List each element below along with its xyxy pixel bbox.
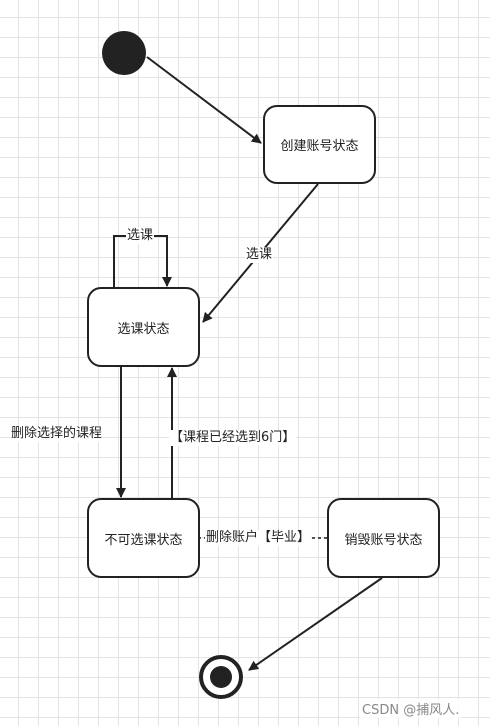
label-delete-selected: 删除选择的课程 bbox=[10, 426, 104, 442]
label-create-to-select: 选课 bbox=[245, 247, 274, 263]
state-create-account: 创建账号状态 bbox=[263, 105, 376, 184]
label-six-courses: 【课程已经选到6门】 bbox=[169, 430, 297, 446]
watermark: CSDN @捕风人. bbox=[360, 699, 462, 718]
edge-destroy-to-final bbox=[248, 577, 383, 671]
initial-node bbox=[102, 31, 146, 75]
label-self-select: 选课 bbox=[126, 228, 155, 244]
edge-initial-to-create bbox=[146, 56, 262, 144]
label-delete-account: 删除账户【毕业】 bbox=[205, 530, 312, 546]
state-cannot-select: 不可选课状态 bbox=[87, 498, 200, 578]
state-select-course: 选课状态 bbox=[87, 287, 200, 367]
final-node-inner bbox=[210, 666, 232, 688]
state-destroy-account: 销毁账号状态 bbox=[327, 498, 440, 578]
